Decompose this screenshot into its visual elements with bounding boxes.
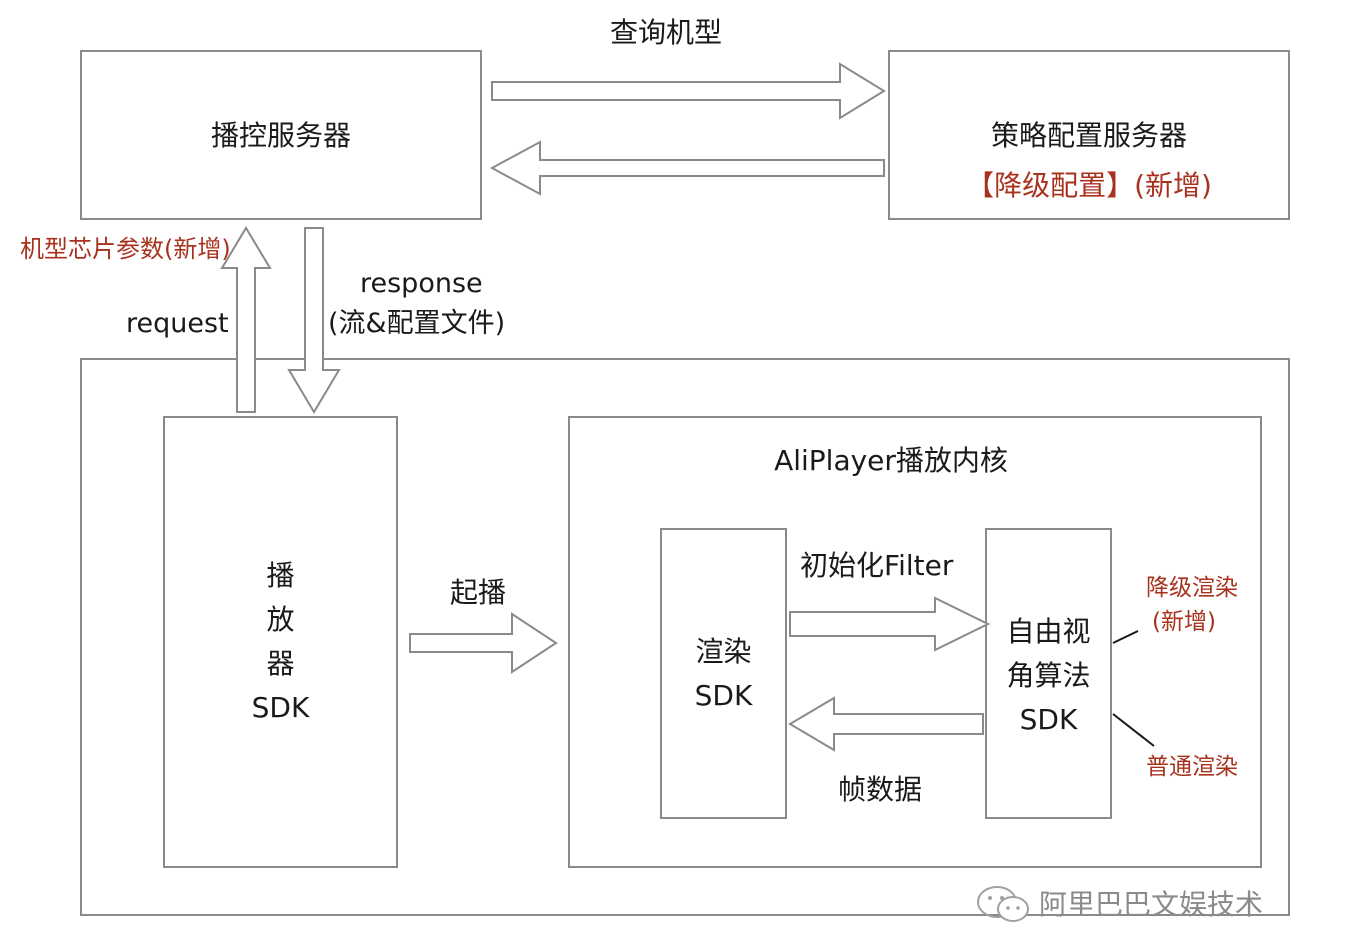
query-model-label: 查询机型 (610, 16, 723, 49)
normal-pointer-line (1112, 713, 1155, 747)
wechat-logo-icon (977, 886, 1029, 922)
freeview-sdk-line-3: SDK (1019, 703, 1078, 736)
request-label: request (126, 308, 229, 339)
chip-params-note: 机型芯片参数(新增) (20, 235, 231, 263)
response-arrow-down (287, 227, 341, 414)
downgrade-pointer-line (1112, 630, 1139, 644)
freeview-sdk-box (985, 528, 1112, 819)
strategy-server-note: 【降级配置】(新增) (966, 169, 1212, 202)
downgrade-render-label: 降级渲染 (1146, 575, 1238, 601)
config-return-arrow-left (489, 140, 885, 196)
control-server-box (80, 50, 482, 220)
player-sdk-line-3: 器 (266, 647, 295, 680)
kernel-title: AliPlayer播放内核 (774, 444, 1008, 477)
freeview-sdk-line-1: 自由视 (1006, 615, 1091, 648)
player-sdk-line-2: 放 (266, 603, 295, 636)
normal-render-label: 普通渲染 (1146, 754, 1238, 780)
render-sdk-line-2: SDK (694, 679, 753, 712)
request-arrow-up (220, 226, 272, 413)
render-sdk-box (660, 528, 787, 819)
watermark: 阿里巴巴文娱技术 (975, 884, 1263, 924)
watermark-text: 阿里巴巴文娱技术 (1039, 887, 1264, 921)
init-filter-arrow-right (789, 596, 991, 652)
init-filter-label: 初始化Filter (800, 549, 954, 582)
strategy-server-box (888, 50, 1290, 220)
render-sdk-line-1: 渲染 (695, 635, 752, 668)
frame-data-arrow-left (788, 696, 984, 752)
strategy-server-label: 策略配置服务器 (990, 119, 1187, 152)
freeview-sdk-line-2: 角算法 (1006, 659, 1091, 692)
control-server-label: 播控服务器 (210, 119, 351, 152)
frame-data-label: 帧数据 (838, 773, 923, 806)
response-sub-label: (流&配置文件) (328, 308, 506, 339)
downgrade-render-new-label: (新增) (1152, 609, 1216, 635)
start-play-label: 起播 (450, 576, 507, 609)
start-play-arrow-right (409, 612, 558, 674)
player-sdk-line-4: SDK (251, 691, 310, 724)
query-arrow-right (491, 62, 886, 120)
player-sdk-box (163, 416, 398, 868)
player-sdk-line-1: 播 (266, 559, 295, 592)
response-label: response (360, 268, 483, 299)
